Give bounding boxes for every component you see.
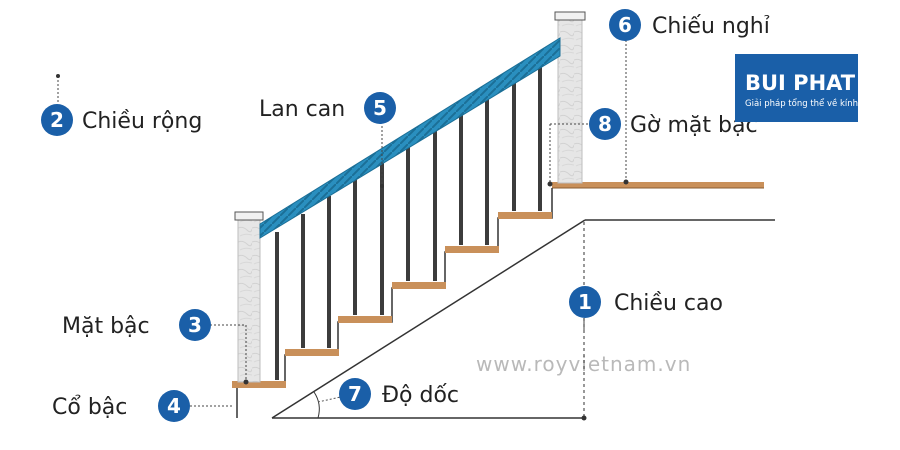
badge-3-number: 3 xyxy=(188,313,202,337)
badge-8 xyxy=(589,108,621,140)
tread-4 xyxy=(392,282,446,289)
label-landing: 6 Chiếu nghỉ xyxy=(609,9,770,41)
label-width-text: Chiều rộng xyxy=(82,109,202,134)
slope-angle-leader xyxy=(317,395,346,403)
badge-6-number: 6 xyxy=(618,13,632,37)
handrail xyxy=(259,37,561,239)
badge-4 xyxy=(158,390,190,422)
label-tread: Mặt bậc 3 xyxy=(62,309,211,341)
balusters xyxy=(275,52,542,380)
badge-5 xyxy=(364,92,396,124)
label-landing-text: Chiếu nghỉ xyxy=(652,14,770,39)
badge-3 xyxy=(179,309,211,341)
badge-7 xyxy=(339,378,371,410)
brand-logo-subtitle: Giải pháp tổng thể về kính xyxy=(745,98,858,109)
label-railing-text: Lan can xyxy=(259,97,345,122)
badge-1 xyxy=(569,286,601,318)
label-railing: Lan can 5 xyxy=(259,92,396,124)
label-riser-text: Cổ bậc xyxy=(52,395,127,420)
label-slope-text: Độ dốc xyxy=(382,383,459,408)
badge-1-number: 1 xyxy=(578,290,592,314)
railing-leader-dot xyxy=(380,184,384,188)
badge-5-number: 5 xyxy=(373,96,387,120)
tread-1 xyxy=(232,381,286,388)
badge-2 xyxy=(41,104,73,136)
nosing-leader-dot xyxy=(547,181,553,187)
label-riser: Cổ bậc 4 xyxy=(52,390,190,422)
tread-2 xyxy=(285,349,339,356)
label-slope: 7 Độ dốc xyxy=(339,378,459,410)
tread-3 xyxy=(338,316,392,323)
landing-slab xyxy=(552,182,764,188)
tread-6 xyxy=(498,212,552,219)
brand-logo: BUI PHAT Giải pháp tổng thể về kính xyxy=(735,54,858,122)
bottom-post xyxy=(237,218,261,383)
tread-leader-dot xyxy=(243,379,249,385)
label-height-text: Chiều cao xyxy=(614,291,723,316)
label-nosing: 8 Gờ mặt bậc xyxy=(589,108,758,140)
label-tread-text: Mặt bậc xyxy=(62,314,150,339)
label-height: 1 Chiều cao xyxy=(569,286,723,318)
badge-8-number: 8 xyxy=(598,112,612,136)
badge-4-number: 4 xyxy=(167,394,181,418)
brand-logo-title: BUI PHAT xyxy=(745,71,856,95)
bottom-post-cap xyxy=(234,211,264,221)
height-dim-end xyxy=(581,415,587,421)
top-post xyxy=(557,19,583,184)
label-width: 2 Chiều rộng xyxy=(41,104,202,136)
slope-line xyxy=(271,219,586,419)
tread-5 xyxy=(445,246,499,253)
badge-7-number: 7 xyxy=(348,382,362,406)
badge-2-number: 2 xyxy=(50,108,64,132)
badge-6 xyxy=(609,9,641,41)
brand-logo-bg xyxy=(735,54,858,122)
top-post-cap xyxy=(554,11,586,21)
watermark-text: www.royvietnam.vn xyxy=(476,352,691,376)
slope-angle-arc xyxy=(313,391,320,419)
width-leader-dot xyxy=(56,74,60,78)
landing-leader-dot xyxy=(623,179,629,185)
